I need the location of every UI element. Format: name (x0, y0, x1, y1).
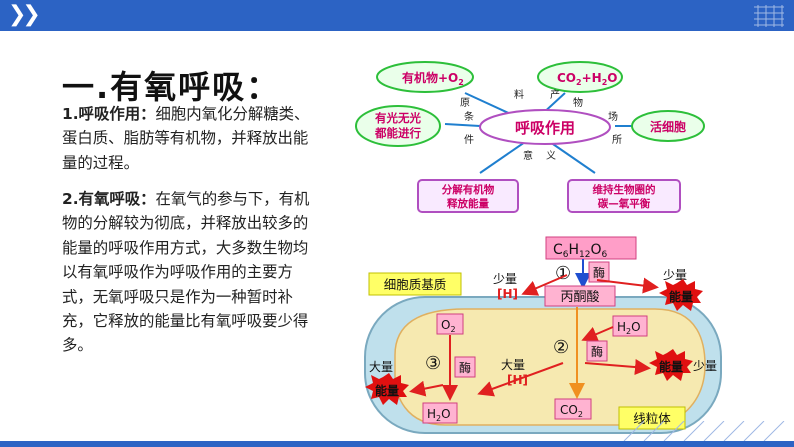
process-diagram: C6H12O6 细胞质基质 ① 酶 丙酮酸 少量 [H] 少量 能量 O2 H2… (364, 236, 722, 434)
label-chang: 场 (608, 110, 618, 123)
center-label: 呼吸作用 (515, 119, 575, 137)
product-label: CO2+H2O (557, 71, 617, 87)
step3-label: ③ (425, 353, 441, 374)
material-label: 有机物+O2 (402, 70, 464, 87)
small-amount-mid: 少量 (693, 359, 717, 373)
condition-node (355, 105, 441, 147)
meaning-left-2: 释放能量 (447, 197, 489, 210)
label-yuan: 原 (460, 97, 470, 109)
product-node (537, 61, 623, 93)
enzyme1-box (588, 261, 610, 283)
label-yi2: 义 (546, 150, 556, 162)
meaning-left-1: 分解有机物 (442, 183, 495, 196)
mitochondria-label-box (618, 406, 686, 430)
o2-box (436, 313, 464, 335)
double-chevron-icon: ❯❯ (8, 2, 41, 27)
enzyme2-label: 酶 (591, 344, 603, 359)
label-suo: 所 (612, 134, 622, 146)
cytoplasm-label: 细胞质基质 (384, 277, 447, 292)
pyruvate-label: 丙酮酸 (560, 290, 599, 305)
meaning-right-2: 碳—氧平衡 (598, 197, 651, 210)
label-tiao: 条 (464, 110, 474, 123)
energy-label-2: 能量 (659, 359, 683, 374)
label-wu: 物 (573, 96, 583, 109)
meaning-right-node (567, 179, 681, 213)
step2-label: ② (553, 337, 569, 358)
h2o-label-lower: H2O (427, 407, 451, 423)
material-node (376, 61, 474, 93)
concept-map: 有机物+O2 CO2+H2O 有光无光 都能进行 活细胞 呼吸作用 原 料 产 … (355, 61, 705, 213)
small-amount-left: 少量 (493, 272, 517, 286)
co2-label: CO2 (560, 403, 583, 419)
large-amount-mid: 大量 (501, 358, 525, 372)
label-jian: 件 (464, 134, 474, 146)
meaning-right-1: 维持生物圈的 (593, 183, 656, 196)
large-amount-left: 大量 (369, 360, 393, 374)
grid-icon (754, 5, 784, 27)
label-yi: 意 (523, 149, 533, 162)
bottom-decoration (623, 421, 785, 441)
co2-box (554, 398, 592, 420)
h2o-box-lower (422, 402, 458, 424)
label-chan: 产 (550, 88, 560, 101)
place-label: 活细胞 (650, 119, 686, 134)
enzyme3-box (454, 356, 476, 378)
enzyme2-box (586, 340, 608, 362)
definition-respiration: 1.呼吸作用：细胞内氧化分解糖类、蛋白质、脂肪等有机物，并释放出能量的过程。 (62, 102, 317, 175)
center-node (479, 109, 611, 145)
enzyme1-label: 酶 (593, 265, 605, 280)
definition-aerobic: 2.有氧呼吸：在氧气的参与下，有机物的分解较为彻底，并释放出较多的能量的呼吸作用… (62, 187, 317, 358)
energy-burst-3 (365, 373, 409, 405)
term-respiration: 1.呼吸作用： (62, 105, 156, 123)
energy-burst-1 (659, 279, 703, 311)
bottom-banner (0, 441, 794, 447)
step1-label: ① (555, 263, 571, 284)
page-title: 一.有氧呼吸： (62, 68, 281, 106)
condition-line1: 有光无光 (375, 111, 421, 125)
small-amount-right: 少量 (663, 268, 687, 282)
h2o-label-upper: H2O (617, 320, 641, 336)
o2-label: O2 (441, 318, 456, 334)
h2o-box-upper (612, 315, 648, 337)
pyruvate-box (544, 285, 616, 307)
label-liao: 料 (514, 88, 524, 101)
meaning-left-node (417, 179, 519, 213)
cytoplasm-label-box (368, 272, 462, 296)
place-node (631, 110, 705, 142)
glucose-box (545, 236, 637, 260)
condition-line2: 都能进行 (374, 126, 421, 140)
text-aerobic: 在氧气的参与下，有机物的分解较为彻底，并释放出较多的能量的呼吸作用方式，大多数生… (62, 190, 310, 355)
energy-label-1: 能量 (669, 289, 693, 304)
text-respiration: 细胞内氧化分解糖类、蛋白质、脂肪等有机物，并释放出能量的过程。 (62, 105, 310, 172)
term-aerobic: 2.有氧呼吸： (62, 190, 156, 208)
top-banner: ❯❯ (0, 0, 794, 31)
h-label-top: [H] (497, 287, 518, 301)
energy-burst-2 (649, 349, 693, 381)
enzyme3-label: 酶 (459, 360, 471, 375)
glucose-label: C6H12O6 (553, 242, 608, 260)
energy-label-3: 能量 (375, 383, 399, 398)
